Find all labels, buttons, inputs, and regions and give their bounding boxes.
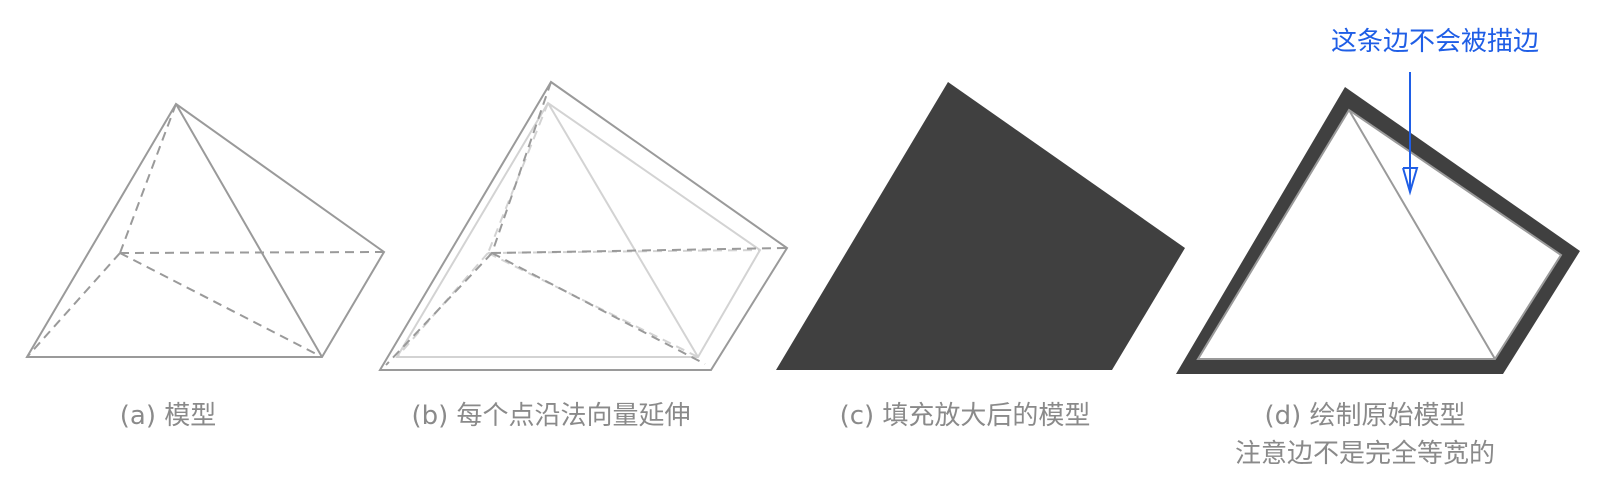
caption-c: (c) 填充放大后的模型 <box>840 401 1091 431</box>
inner-hidden-b3 <box>487 249 761 254</box>
annotation-arrow <box>1402 72 1419 196</box>
hidden-edge-a3 <box>119 251 385 254</box>
hidden-edge-a2 <box>26 252 121 358</box>
panel-b-extended <box>378 80 789 371</box>
inner-ridge-b <box>547 102 699 358</box>
panel-c-filled <box>776 82 1185 370</box>
original-model-ridge <box>1348 109 1496 360</box>
caption-d-line1: (d) 绘制原始模型 <box>1264 401 1465 431</box>
original-model-outline <box>1196 108 1563 360</box>
caption-a: (a) 模型 <box>120 401 217 431</box>
original-model-fill <box>1198 110 1561 359</box>
annotation-label: 这条边不会被描边 <box>1331 27 1539 57</box>
caption-d-line2: 注意边不是完全等宽的 <box>1235 439 1495 469</box>
outer-hidden-b2 <box>385 252 493 366</box>
outer-hidden-b4 <box>491 252 706 365</box>
pyramid-ridge-a <box>175 103 323 358</box>
arrow-head-icon <box>1402 167 1419 196</box>
panel-d-outlined <box>1176 87 1580 374</box>
inner-hidden-b2 <box>396 252 489 358</box>
inner-hidden-b1 <box>487 102 549 254</box>
hidden-edge-a1 <box>119 103 177 254</box>
caption-b: (b) 每个点沿法向量延伸 <box>411 401 690 431</box>
panel-a-model <box>25 102 386 358</box>
hidden-edge-a4 <box>119 252 323 358</box>
inner-outline-b <box>395 101 762 358</box>
outer-outline-b <box>378 80 789 371</box>
pyramid-outline-a <box>25 102 386 358</box>
filled-enlarged-shape <box>776 82 1185 370</box>
outer-hidden-b3 <box>491 247 788 254</box>
inner-hidden-b4 <box>487 252 699 358</box>
outer-hidden-b1 <box>491 81 552 254</box>
